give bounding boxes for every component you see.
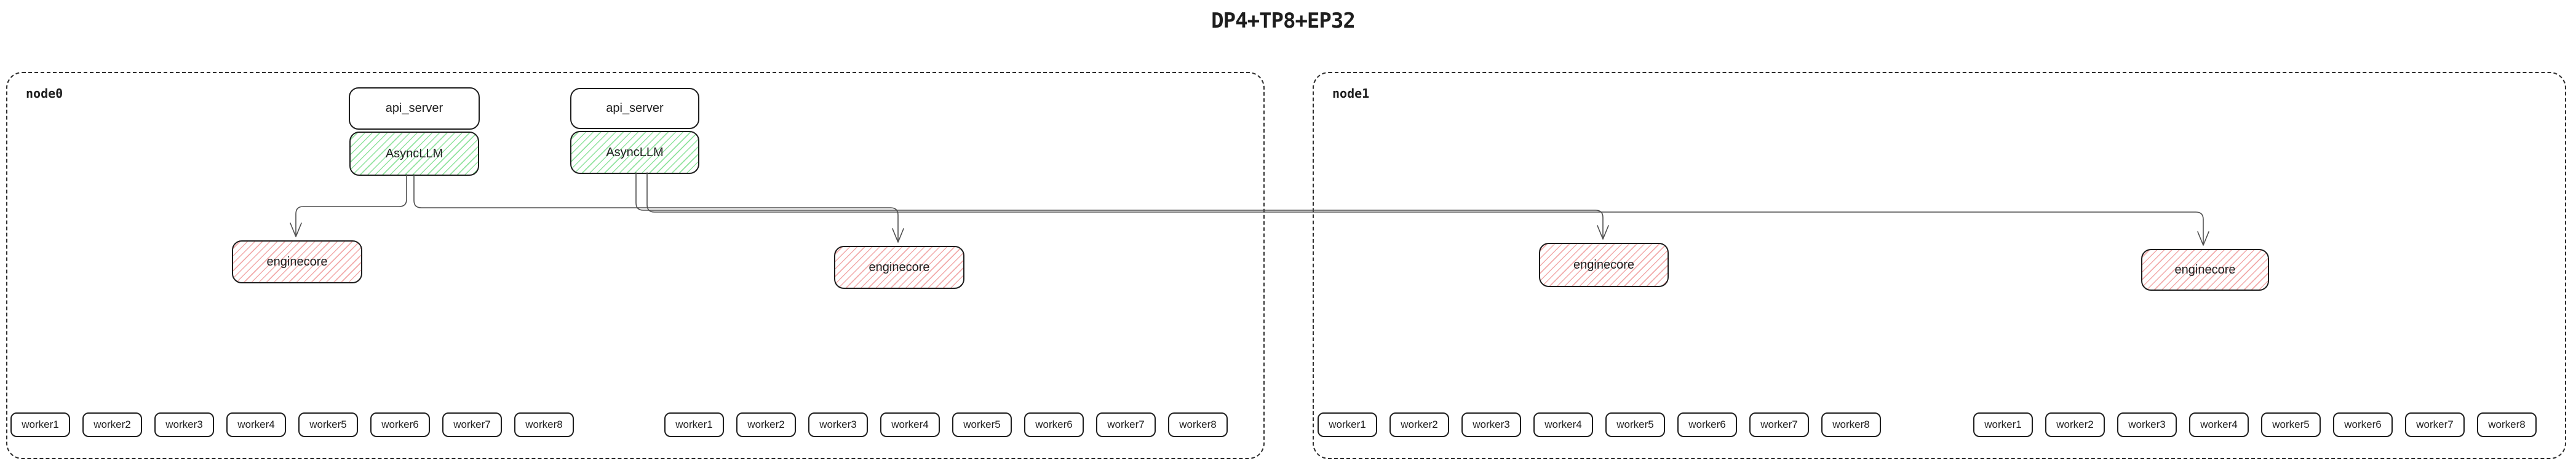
worker-box: worker8 — [514, 412, 574, 437]
worker-box: worker6 — [1024, 412, 1084, 437]
worker-box: worker5 — [1605, 412, 1665, 437]
worker-box: worker2 — [2045, 412, 2105, 437]
enginecore-box: enginecore — [232, 240, 362, 283]
api-server-box: api_server — [570, 88, 699, 129]
worker-box: worker4 — [880, 412, 940, 437]
worker-box: worker3 — [2117, 412, 2177, 437]
worker-box: worker5 — [952, 412, 1012, 437]
api-server-box: api_server — [349, 87, 480, 130]
enginecore-box: enginecore — [1539, 243, 1669, 287]
worker-box: worker6 — [1677, 412, 1737, 437]
enginecore-box: enginecore — [834, 246, 964, 289]
worker-box: worker1 — [1973, 412, 2033, 437]
node1-container: node1 enginecore enginecore worker1 work… — [1313, 72, 2566, 459]
worker-box: worker2 — [1389, 412, 1449, 437]
worker-box: worker4 — [1533, 412, 1593, 437]
node0-container: node0 api_server AsyncLLM api_server Asy… — [6, 72, 1265, 459]
worker-box: worker4 — [226, 412, 286, 437]
worker-box: worker2 — [736, 412, 796, 437]
asyncllm-box: AsyncLLM — [349, 132, 479, 176]
worker-box: worker1 — [10, 412, 70, 437]
worker-box: worker3 — [154, 412, 214, 437]
worker-box: worker3 — [1461, 412, 1521, 437]
node1-label: node1 — [1332, 86, 1370, 101]
worker-box: worker5 — [2261, 412, 2321, 437]
worker-box: worker4 — [2189, 412, 2249, 437]
node0-label: node0 — [26, 86, 63, 101]
worker-box: worker3 — [808, 412, 868, 437]
worker-box: worker6 — [2333, 412, 2393, 437]
worker-box: worker8 — [1168, 412, 1228, 437]
worker-box: worker7 — [1749, 412, 1809, 437]
asyncllm-box: AsyncLLM — [570, 131, 699, 174]
enginecore-box: enginecore — [2141, 249, 2269, 291]
worker-box: worker1 — [1318, 412, 1377, 437]
worker-box: worker6 — [370, 412, 430, 437]
worker-box: worker7 — [442, 412, 502, 437]
worker-box: worker5 — [298, 412, 358, 437]
worker-box: worker8 — [2477, 412, 2537, 437]
worker-box: worker2 — [82, 412, 142, 437]
worker-box: worker7 — [2405, 412, 2465, 437]
worker-box: worker8 — [1821, 412, 1881, 437]
worker-box: worker7 — [1096, 412, 1156, 437]
diagram-title: DP4+TP8+EP32 — [1211, 9, 1356, 33]
worker-box: worker1 — [664, 412, 724, 437]
